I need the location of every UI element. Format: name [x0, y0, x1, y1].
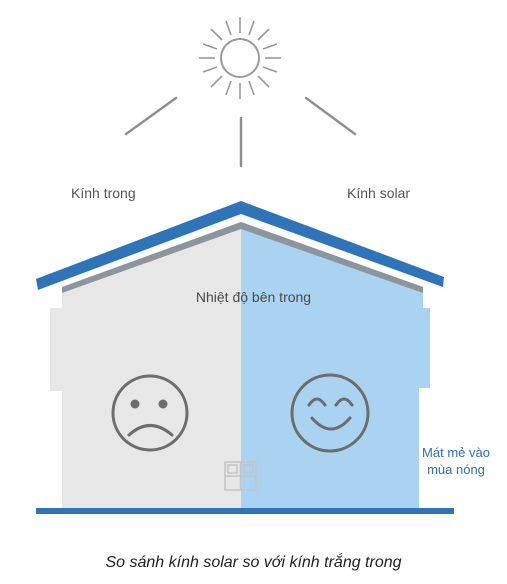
label-solar-glass: Kính solar — [347, 185, 411, 201]
ground-line — [36, 508, 454, 514]
house-diagram — [36, 17, 454, 514]
figure-caption: So sánh kính solar so với kính trắng tro… — [105, 554, 402, 571]
label-cool-summer: Mát mẻ vào mùa nóng — [410, 444, 502, 478]
ray-left — [124, 96, 178, 136]
label-inside-temperature: Nhiệt độ bên trong — [195, 289, 312, 305]
label-clear-glass: Kính trong — [71, 185, 136, 201]
sun-rays — [124, 96, 357, 168]
sun-icon — [199, 17, 281, 99]
ray-right — [304, 96, 357, 136]
label-cool-summer-line2: mùa nóng — [427, 462, 485, 477]
label-cool-summer-line1: Mát mẻ vào — [422, 445, 490, 460]
wall-clear-glass — [50, 222, 241, 510]
happy-face-icon — [290, 373, 370, 453]
window-icon — [224, 461, 257, 491]
sad-face-icon — [111, 374, 189, 452]
wall-solar-glass — [241, 222, 430, 510]
